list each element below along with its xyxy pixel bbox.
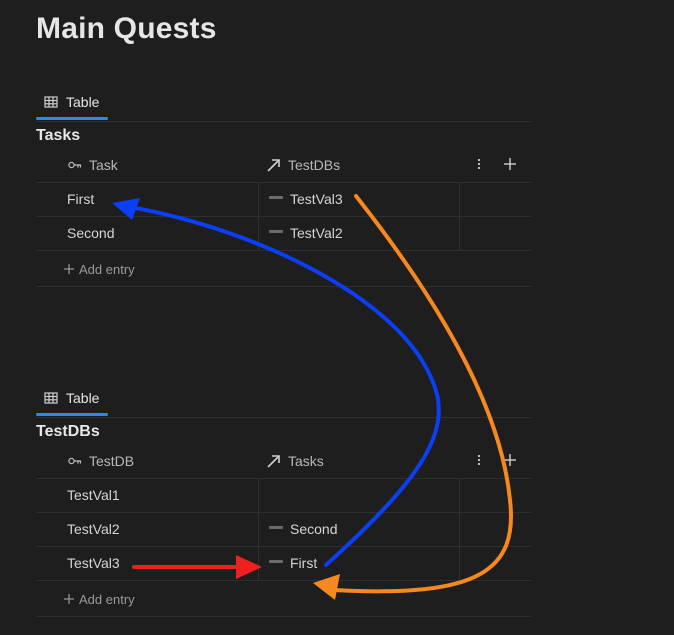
add-column-icon[interactable] [502, 452, 518, 468]
add-entry-button[interactable]: Add entry [36, 582, 531, 617]
cell-testdb[interactable]: TestVal2 [67, 521, 120, 537]
table-row[interactable]: First TestVal3 [36, 182, 531, 217]
active-tab-indicator [36, 117, 108, 120]
cell-relation[interactable]: First [258, 546, 458, 580]
relation-arrow-icon [267, 455, 280, 468]
add-entry-button[interactable]: Add entry [36, 252, 531, 287]
cell-task[interactable]: Second [67, 225, 115, 241]
table-row[interactable]: TestVal1 [36, 478, 531, 513]
page-icon [269, 525, 283, 529]
cell-empty[interactable] [459, 182, 532, 216]
relation-arrow-icon [267, 159, 280, 172]
divider [36, 121, 531, 122]
add-entry-label: Add entry [79, 591, 135, 607]
database-title-testdbs: TestDBs [36, 423, 100, 440]
table-row[interactable]: Second TestVal2 [36, 216, 531, 251]
table-header: Task TestDBs [36, 148, 531, 183]
add-column-icon[interactable] [502, 156, 518, 172]
tab-table-tasks[interactable]: Table [36, 86, 108, 120]
cell-testdb[interactable]: TestVal3 [67, 555, 120, 571]
column-header-task[interactable]: Task [67, 148, 257, 182]
cell-testdb[interactable]: TestVal1 [67, 487, 120, 503]
cell-empty[interactable] [459, 546, 532, 580]
page-icon [269, 229, 283, 233]
cell-relation[interactable]: Second [258, 512, 458, 546]
table-icon [44, 96, 58, 108]
add-entry-label: Add entry [79, 261, 135, 277]
table-icon [44, 392, 58, 404]
table-row[interactable]: TestVal2 Second [36, 512, 531, 547]
plus-icon [64, 594, 74, 604]
cell-empty[interactable] [459, 478, 532, 512]
cell-task[interactable]: First [67, 191, 95, 207]
cell-empty[interactable] [459, 216, 532, 250]
key-icon [68, 457, 82, 465]
active-tab-indicator [36, 413, 108, 416]
table-header: TestDB Tasks [36, 444, 531, 479]
page-icon [269, 559, 283, 563]
tab-table-testdbs[interactable]: Table [36, 382, 108, 416]
column-header-testdb[interactable]: TestDB [67, 444, 257, 478]
tab-label: Table [66, 390, 100, 406]
divider [36, 417, 531, 418]
cell-relation[interactable]: TestVal2 [258, 216, 458, 250]
plus-icon [64, 264, 74, 274]
cell-relation[interactable]: TestVal3 [258, 182, 458, 216]
cell-empty[interactable] [459, 512, 532, 546]
page-icon [269, 195, 283, 199]
database-title-tasks: Tasks [36, 127, 81, 144]
table-row[interactable]: TestVal3 First [36, 546, 531, 581]
column-header-tasks[interactable]: Tasks [258, 444, 458, 478]
tab-label: Table [66, 94, 100, 110]
more-options-icon[interactable] [476, 452, 482, 468]
key-icon [68, 161, 82, 169]
more-options-icon[interactable] [476, 156, 482, 172]
cell-relation[interactable] [258, 478, 458, 512]
page-title: Main Quests [36, 12, 217, 45]
column-header-testdbs[interactable]: TestDBs [258, 148, 458, 182]
